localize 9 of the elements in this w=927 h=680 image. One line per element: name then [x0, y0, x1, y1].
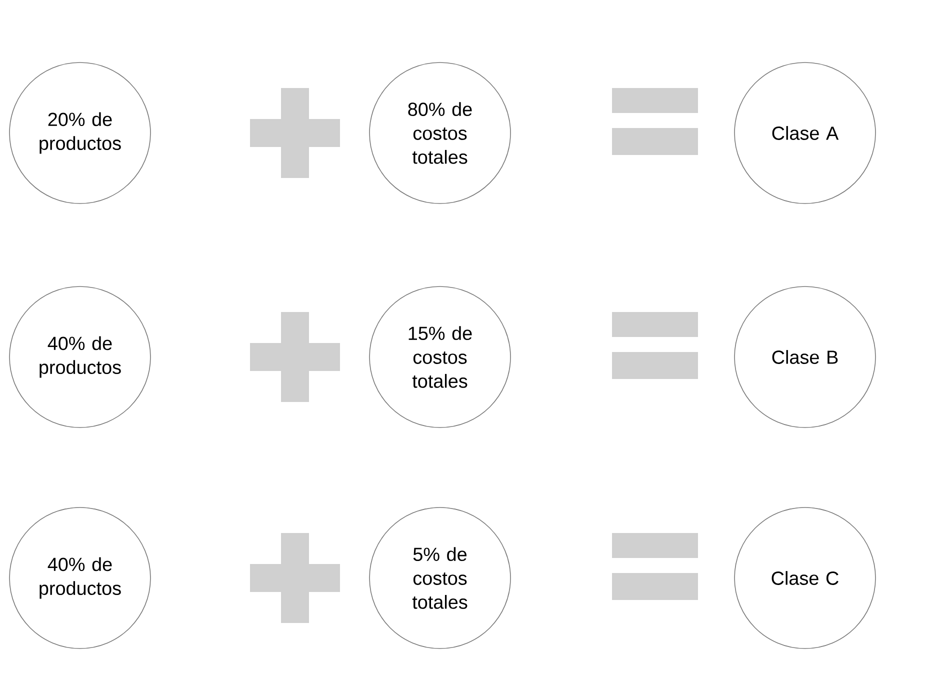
circle-node: 80% de costos totales	[369, 62, 511, 204]
circle-node: 40% de productos	[9, 286, 151, 428]
circle-node: Clase B	[734, 286, 876, 428]
circle-node: Clase A	[734, 62, 876, 204]
circle-node: Clase C	[734, 507, 876, 649]
circle-node: 40% de productos	[9, 507, 151, 649]
circle-node: 15% de costos totales	[369, 286, 511, 428]
circle-node: 5% de costos totales	[369, 507, 511, 649]
circle-node: 20% de productos	[9, 62, 151, 204]
